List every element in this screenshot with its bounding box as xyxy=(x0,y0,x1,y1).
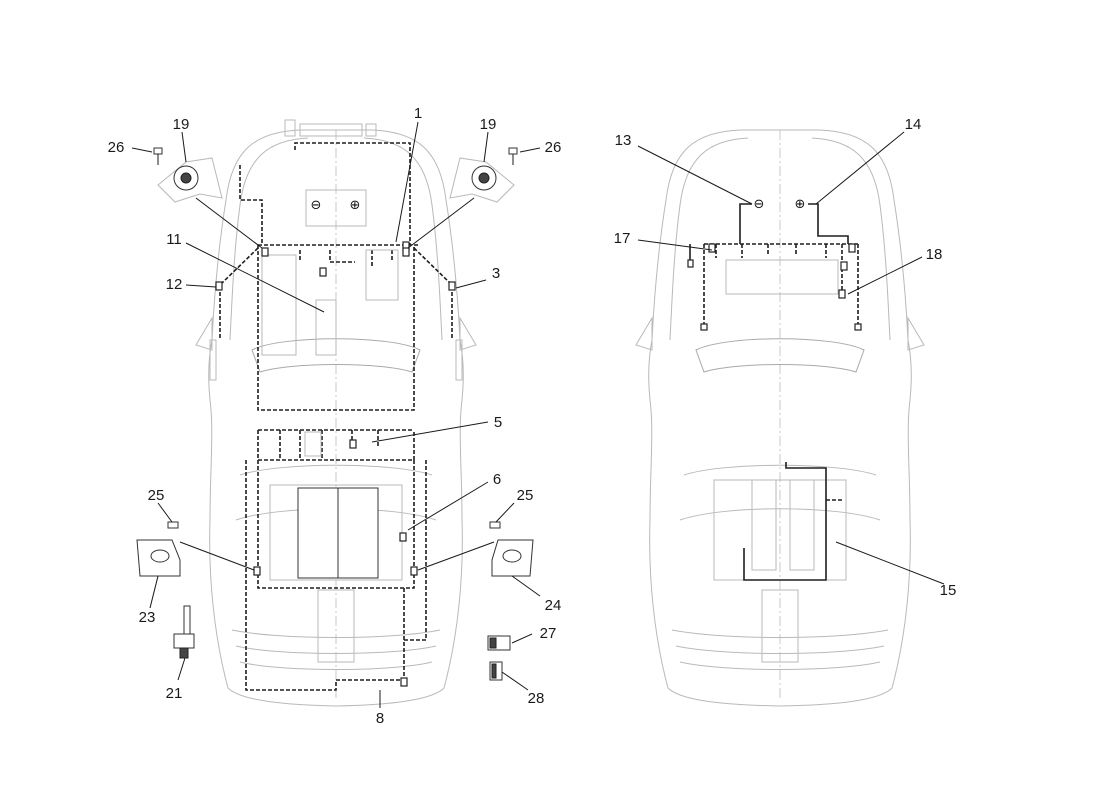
left-car-body xyxy=(195,119,477,707)
callout-labels: 1 19 19 26 26 11 12 3 5 6 25 25 23 24 27… xyxy=(108,105,957,727)
battery-minus-sign: ⊖ xyxy=(311,198,322,213)
right-car-battery: ⊖ ⊕ xyxy=(754,197,806,212)
callout-23: 23 xyxy=(139,609,156,626)
battery-plus-sign-right: ⊕ xyxy=(795,197,806,212)
battery-minus-sign-right: ⊖ xyxy=(754,197,765,212)
callout-14: 14 xyxy=(905,116,922,133)
callout-17: 17 xyxy=(614,230,631,247)
callout-6: 6 xyxy=(493,471,501,488)
callout-19-left: 19 xyxy=(173,116,190,133)
callout-25-left: 25 xyxy=(148,487,165,504)
connector-part-27 xyxy=(487,635,511,651)
callout-26-right: 26 xyxy=(545,139,562,156)
callout-5: 5 xyxy=(494,414,502,431)
callout-27: 27 xyxy=(540,625,557,642)
engine-cylinders-right xyxy=(751,479,815,571)
callout-12: 12 xyxy=(166,276,183,293)
left-car-battery: ⊖ ⊕ xyxy=(311,198,361,213)
antenna-part xyxy=(173,605,195,659)
right-car-body xyxy=(635,129,925,707)
callout-3: 3 xyxy=(492,265,500,282)
screw-left xyxy=(153,147,163,165)
callout-21: 21 xyxy=(166,685,183,702)
leader-lines xyxy=(131,121,945,708)
front-speaker-right xyxy=(449,157,515,203)
engine-cylinders-left xyxy=(297,487,379,579)
callout-15: 15 xyxy=(940,582,957,599)
screw-right xyxy=(508,147,518,165)
callout-25-right: 25 xyxy=(517,487,534,504)
front-speaker-left xyxy=(157,157,223,203)
connector-part-28 xyxy=(489,661,503,681)
callout-13: 13 xyxy=(615,132,632,149)
left-car-connectors xyxy=(215,241,456,687)
rear-speaker-right xyxy=(489,521,534,577)
callout-28: 28 xyxy=(528,690,545,707)
left-car-harness xyxy=(219,142,453,691)
callout-24: 24 xyxy=(545,597,562,614)
callout-19-right: 19 xyxy=(480,116,497,133)
right-car-harness xyxy=(689,203,859,581)
callout-1: 1 xyxy=(414,105,422,122)
callout-18: 18 xyxy=(926,246,943,263)
battery-plus-sign: ⊕ xyxy=(350,198,361,213)
callout-11: 11 xyxy=(166,231,182,248)
rear-speaker-left xyxy=(136,521,181,577)
right-car-connectors xyxy=(687,243,862,331)
callout-26-left: 26 xyxy=(108,139,125,156)
callout-8: 8 xyxy=(376,710,384,727)
